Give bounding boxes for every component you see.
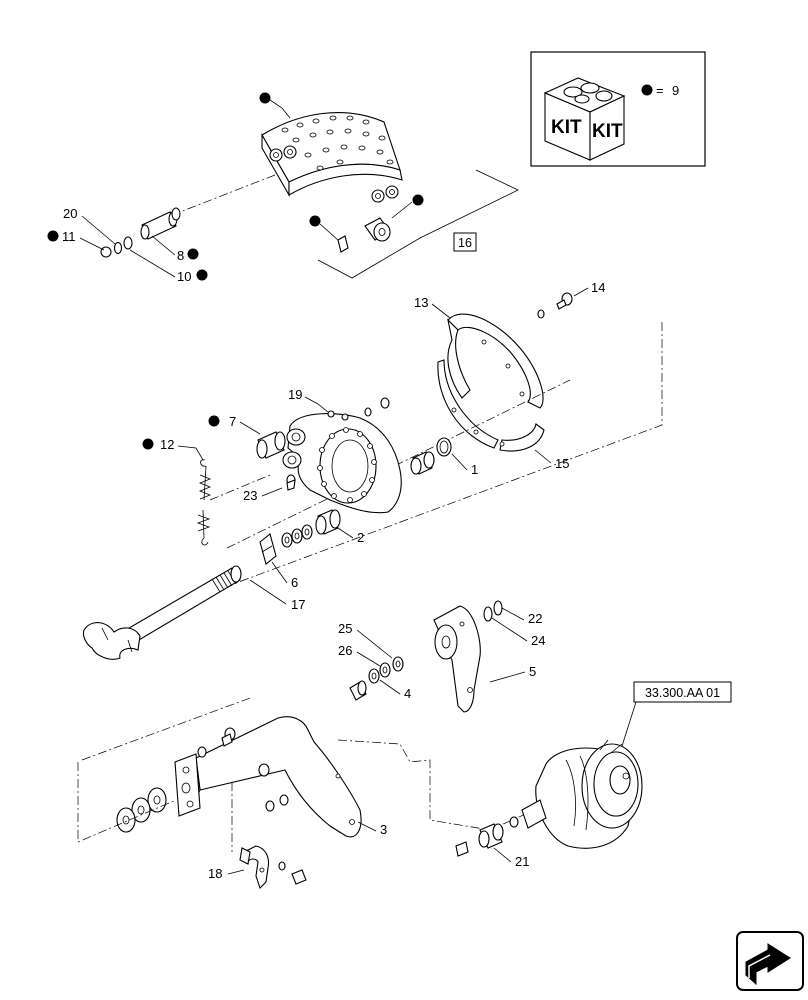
anchor-pin (140, 211, 178, 240)
kit-bullet (641, 84, 653, 96)
grease-fittings (327, 397, 390, 421)
brake-chamber (521, 739, 643, 849)
chamber-ref-box (633, 681, 732, 703)
callout-13: 13 (414, 295, 428, 310)
bracket-fasteners (197, 727, 289, 812)
return-spring (196, 459, 212, 546)
group-ref-box (453, 232, 477, 252)
callout-21: 21 (515, 854, 529, 869)
callout-12: 12 (160, 437, 174, 452)
pin-bushing (171, 207, 181, 221)
slack-adjuster (433, 605, 481, 713)
kit-bullet-clip (309, 215, 321, 227)
group-ref-16: 16 (458, 236, 472, 250)
kit-bullet-11 (47, 230, 59, 242)
kit-bullet-10 (196, 269, 208, 281)
callout-19: 19 (288, 387, 302, 402)
camshaft-seal (259, 533, 277, 565)
callout-25: 25 (338, 621, 352, 636)
kit-bullet-shoe (259, 92, 271, 104)
callout-8: 8 (177, 248, 184, 263)
pin-washer (123, 236, 133, 250)
shoe-rollers-right (371, 185, 399, 203)
clevis (455, 816, 519, 857)
camshaft-bushing-upper (410, 451, 435, 475)
spider-bolt (286, 474, 296, 491)
callout-18: 18 (208, 866, 222, 881)
kit-bullet-12 (142, 438, 154, 450)
callout-3: 3 (380, 822, 387, 837)
bracket-serrated-washers (116, 787, 167, 833)
callout-23: 23 (243, 488, 257, 503)
kit-bullet-8 (187, 248, 199, 260)
kit-legend-value: 9 (672, 83, 679, 98)
camshaft-bushing (315, 509, 341, 535)
pin-spacer (113, 241, 123, 255)
callout-4: 4 (404, 686, 411, 701)
brake-spider (282, 413, 402, 514)
dust-shield (437, 313, 545, 452)
chamber-bracket (174, 716, 362, 838)
kit-bullet-roller (412, 194, 424, 206)
camshaft-end-washers (349, 656, 404, 701)
callout-22: 22 (528, 611, 542, 626)
clamp-bolt (278, 861, 307, 885)
next-page-arrow-icon[interactable] (736, 931, 804, 991)
anchor-roller (364, 217, 391, 242)
callout-11: 11 (62, 229, 76, 244)
chamber-ref-label: 33.300.AA 01 (645, 686, 720, 700)
kit-legend-box: KIT KIT = 9 (530, 51, 706, 167)
callout-14: 14 (591, 280, 605, 295)
callout-15: 15 (555, 456, 569, 471)
kit-bullet-7 (208, 415, 220, 427)
camshaft-washers (281, 524, 313, 548)
shield-bolt (537, 292, 573, 319)
callout-20: 20 (63, 206, 77, 221)
callout-2: 2 (357, 530, 364, 545)
shoe-rollers-left (269, 145, 297, 162)
callout-7: 7 (229, 414, 236, 429)
bracket-clamp (239, 845, 270, 890)
s-camshaft (82, 565, 242, 660)
adjuster-washer-24 (483, 606, 493, 622)
kit-box-icon: KIT KIT (543, 77, 626, 161)
callout-26: 26 (338, 643, 352, 658)
adjuster-ring-22 (493, 600, 503, 616)
pin-snap-ring (100, 246, 112, 258)
callout-24: 24 (531, 633, 545, 648)
callout-10: 10 (177, 269, 191, 284)
brake-shoe (261, 112, 403, 203)
kit-label-left: KIT (551, 117, 582, 138)
callout-17: 17 (291, 597, 305, 612)
kit-legend-equals: = (656, 83, 664, 98)
anchor-bushing (256, 431, 286, 459)
retaining-clip (337, 235, 349, 253)
callout-6: 6 (291, 575, 298, 590)
callout-5: 5 (529, 664, 536, 679)
callout-1: 1 (471, 462, 478, 477)
kit-label-right: KIT (592, 121, 623, 142)
